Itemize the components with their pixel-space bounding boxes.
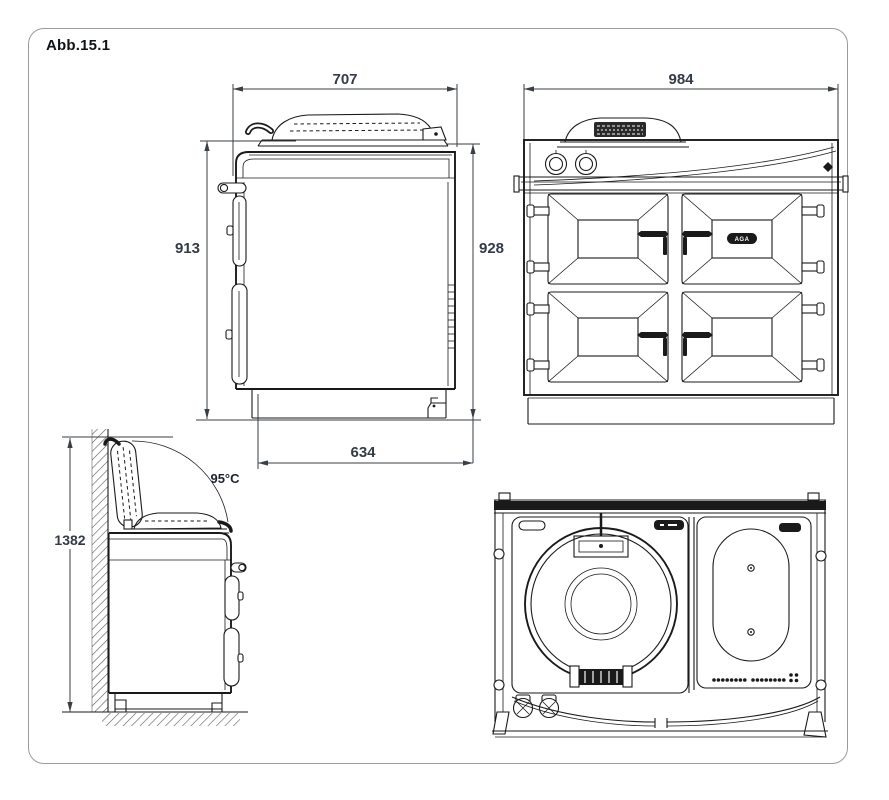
front-view-control-knobs [544, 150, 598, 176]
side-view-body [235, 151, 456, 390]
figure-label: Abb.15.1 [46, 37, 111, 54]
aga-badge [727, 233, 757, 244]
front-leg-right [803, 711, 827, 738]
rail-bracket-diamond [823, 162, 833, 172]
vent-slot [518, 520, 546, 531]
dimension-lid-open-height: 1382 [51, 436, 173, 712]
hinge [526, 260, 550, 274]
front-elevation-view: 984 [513, 71, 849, 425]
floor-hatching [62, 711, 248, 726]
side-view-lid [245, 113, 449, 147]
towel-rail-top [511, 696, 821, 723]
door-bottom-left [526, 291, 669, 383]
plan-knob [538, 694, 560, 719]
hinge [801, 358, 825, 372]
hotplate-lid-handle [573, 513, 629, 558]
plan-front-rail [492, 694, 828, 738]
dimension-text-1382: 1382 [54, 532, 85, 548]
door-top-left [526, 193, 669, 285]
side-view-back-vents [448, 284, 455, 349]
dimension-front-width: 984 [523, 71, 839, 140]
plan-view [492, 492, 828, 738]
lid-swing-arc [131, 440, 229, 523]
wall-view-door-profiles [223, 575, 244, 687]
hinge [801, 302, 825, 316]
door-handle [637, 332, 668, 338]
front-view-body [523, 139, 839, 396]
dimension-text-707: 707 [332, 71, 357, 88]
side-elevation-view: 707 913 928 634 [175, 71, 504, 469]
wall-view-closed-lid [123, 512, 233, 534]
open-lid-handle [103, 437, 121, 446]
door-bottom-right [681, 291, 825, 383]
dimension-text-634: 634 [350, 444, 376, 461]
door-top-right: AGA [681, 193, 825, 285]
plan-frame [493, 492, 827, 722]
door-handle [637, 231, 668, 237]
front-leg-left [492, 711, 510, 735]
hinge [801, 260, 825, 274]
dimension-side-height-back: 928 [446, 143, 504, 463]
open-lid [110, 440, 143, 528]
front-view-lid-dome [557, 117, 689, 148]
hinge [526, 204, 550, 218]
door-handle [682, 231, 713, 237]
front-view-top-sweep [533, 146, 837, 186]
wall-clearance-view: 1382 95°C [51, 429, 248, 726]
wall-view-plinth [114, 693, 223, 712]
plan-right-panel [696, 516, 812, 689]
hinge [526, 358, 550, 372]
side-view-door-profiles [225, 195, 248, 385]
page-border [28, 28, 848, 764]
door-handle [682, 332, 713, 338]
enamel-hob-area [712, 528, 790, 662]
side-view-towel-rail [217, 182, 247, 194]
lid-temperature-label: 95°C [210, 471, 240, 486]
wall-view-towel-rail [230, 562, 247, 573]
plan-divider [688, 517, 695, 693]
dimension-side-width: 707 [232, 71, 458, 176]
dimension-text-913: 913 [175, 240, 200, 257]
dimension-text-984: 984 [668, 71, 694, 88]
dimension-side-depth: 634 [257, 394, 473, 469]
dimension-text-928: 928 [479, 240, 504, 257]
front-view-towel-rail [513, 175, 849, 194]
vent-dots [712, 673, 799, 683]
wall-view-body [108, 532, 232, 694]
plan-left-panel [511, 513, 689, 694]
hotplate-lid [524, 527, 678, 681]
wall-hatching [91, 429, 109, 712]
hotplate-hinge [569, 665, 633, 688]
side-view-plinth [251, 389, 447, 419]
aga-badge-label: AGA [735, 237, 750, 243]
front-view-plinth [527, 397, 835, 425]
hinge [526, 302, 550, 316]
dimension-side-height-front: 913 [175, 140, 296, 419]
hinge [801, 204, 825, 218]
aga-badge-plan [779, 523, 801, 532]
